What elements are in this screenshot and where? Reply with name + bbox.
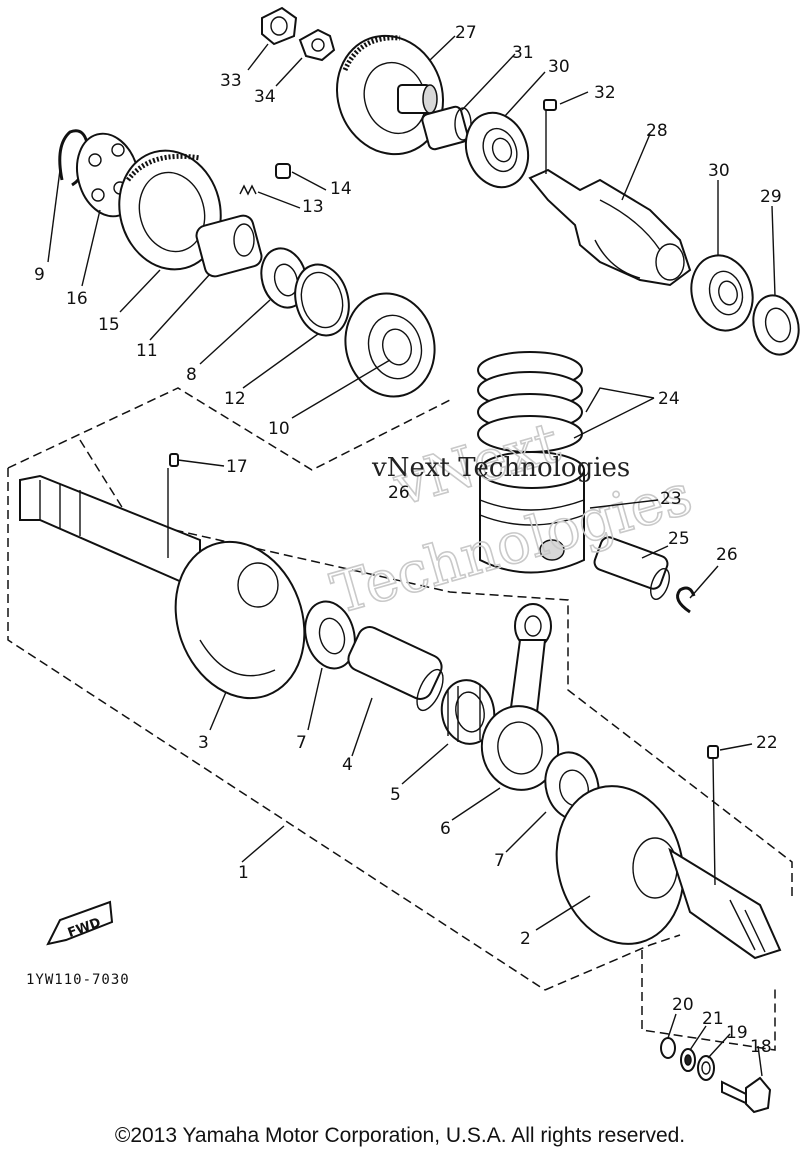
part-label-8: 8: [186, 365, 197, 385]
washer-19: [697, 1055, 715, 1081]
drawing-code: 1YW110-7030: [26, 972, 130, 988]
part-label-12: 12: [224, 389, 246, 409]
shim-12: [294, 263, 350, 337]
part-label-32: 32: [594, 83, 616, 103]
part-label-20: 20: [672, 995, 694, 1015]
part-label-19: 19: [726, 1023, 748, 1043]
part-number-labels: 33 34 27 31 30 32 28 30 29 9 16 15 11 8 …: [34, 23, 782, 1057]
watermark-small: vNext Technologies: [371, 453, 630, 483]
connecting-rod-6: [480, 603, 560, 791]
assembly-outline: [7, 387, 793, 1051]
key-17: [169, 453, 179, 467]
part-label-2: 2: [520, 929, 531, 949]
balancer-gear-27: [336, 34, 444, 156]
part-label-30a: 30: [548, 57, 570, 77]
part-label-30b: 30: [708, 161, 730, 181]
fwd-arrow-icon: FWD: [46, 900, 114, 946]
bearing-30-right: [690, 254, 754, 332]
bolt-18: [721, 1076, 772, 1114]
starter-wheel-15: [118, 149, 222, 271]
washer-21: [680, 1048, 696, 1072]
part-label-6: 6: [440, 819, 451, 839]
lock-washer-34: [298, 28, 336, 62]
part-label-26b: 26: [716, 545, 738, 565]
oil-seal-29: [752, 294, 800, 356]
key-22: [707, 745, 719, 886]
bearing-10: [344, 292, 436, 398]
part-label-1: 1: [238, 863, 249, 883]
part-label-26a: 26: [388, 483, 410, 503]
part-label-29: 29: [760, 187, 782, 207]
nut-33: [261, 6, 298, 46]
needle-bearing-5: [440, 679, 496, 745]
key-32: [543, 99, 557, 111]
spring-13: [239, 184, 257, 196]
clip-26: [676, 586, 696, 614]
part-label-33: 33: [220, 71, 242, 91]
washer-7-left: [304, 600, 356, 670]
part-label-14: 14: [330, 179, 352, 199]
part-label-5: 5: [390, 785, 401, 805]
part-label-13: 13: [302, 197, 324, 217]
part-label-34: 34: [254, 87, 276, 107]
part-label-24: 24: [658, 389, 680, 409]
part-label-7b: 7: [494, 851, 505, 871]
part-label-11: 11: [136, 341, 158, 361]
part-label-23: 23: [660, 489, 682, 509]
crank-pin-4: [347, 626, 444, 712]
bearing-30-left: [464, 111, 530, 189]
part-label-10: 10: [268, 419, 290, 439]
watermark: vNext Technologies vNext Technologies: [324, 409, 700, 628]
part-label-4: 4: [342, 755, 353, 775]
part-label-31: 31: [512, 43, 534, 63]
balancer-shaft-28: [528, 168, 692, 287]
part-label-15: 15: [98, 315, 120, 335]
part-label-17: 17: [226, 457, 248, 477]
plunger-14: [275, 163, 291, 179]
part-label-9: 9: [34, 265, 45, 285]
piston-pin-25: [593, 536, 670, 600]
crank-left-3: [19, 474, 306, 700]
part-label-27: 27: [455, 23, 477, 43]
part-label-22: 22: [756, 733, 778, 753]
part-label-18: 18: [750, 1037, 772, 1057]
starter-clutch-11: [195, 214, 263, 278]
part-label-25: 25: [668, 529, 690, 549]
piston-23: [479, 451, 585, 574]
crank-right-2: [555, 785, 782, 960]
part-label-16: 16: [66, 289, 88, 309]
part-label-21: 21: [702, 1009, 724, 1029]
o-ring-20: [660, 1037, 676, 1059]
leader-lines: [47, 35, 776, 1077]
part-label-3: 3: [198, 733, 209, 753]
part-label-7a: 7: [296, 733, 307, 753]
copyright-notice: ©2013 Yamaha Motor Corporation, U.S.A. A…: [115, 1124, 685, 1147]
part-label-28: 28: [646, 121, 668, 141]
